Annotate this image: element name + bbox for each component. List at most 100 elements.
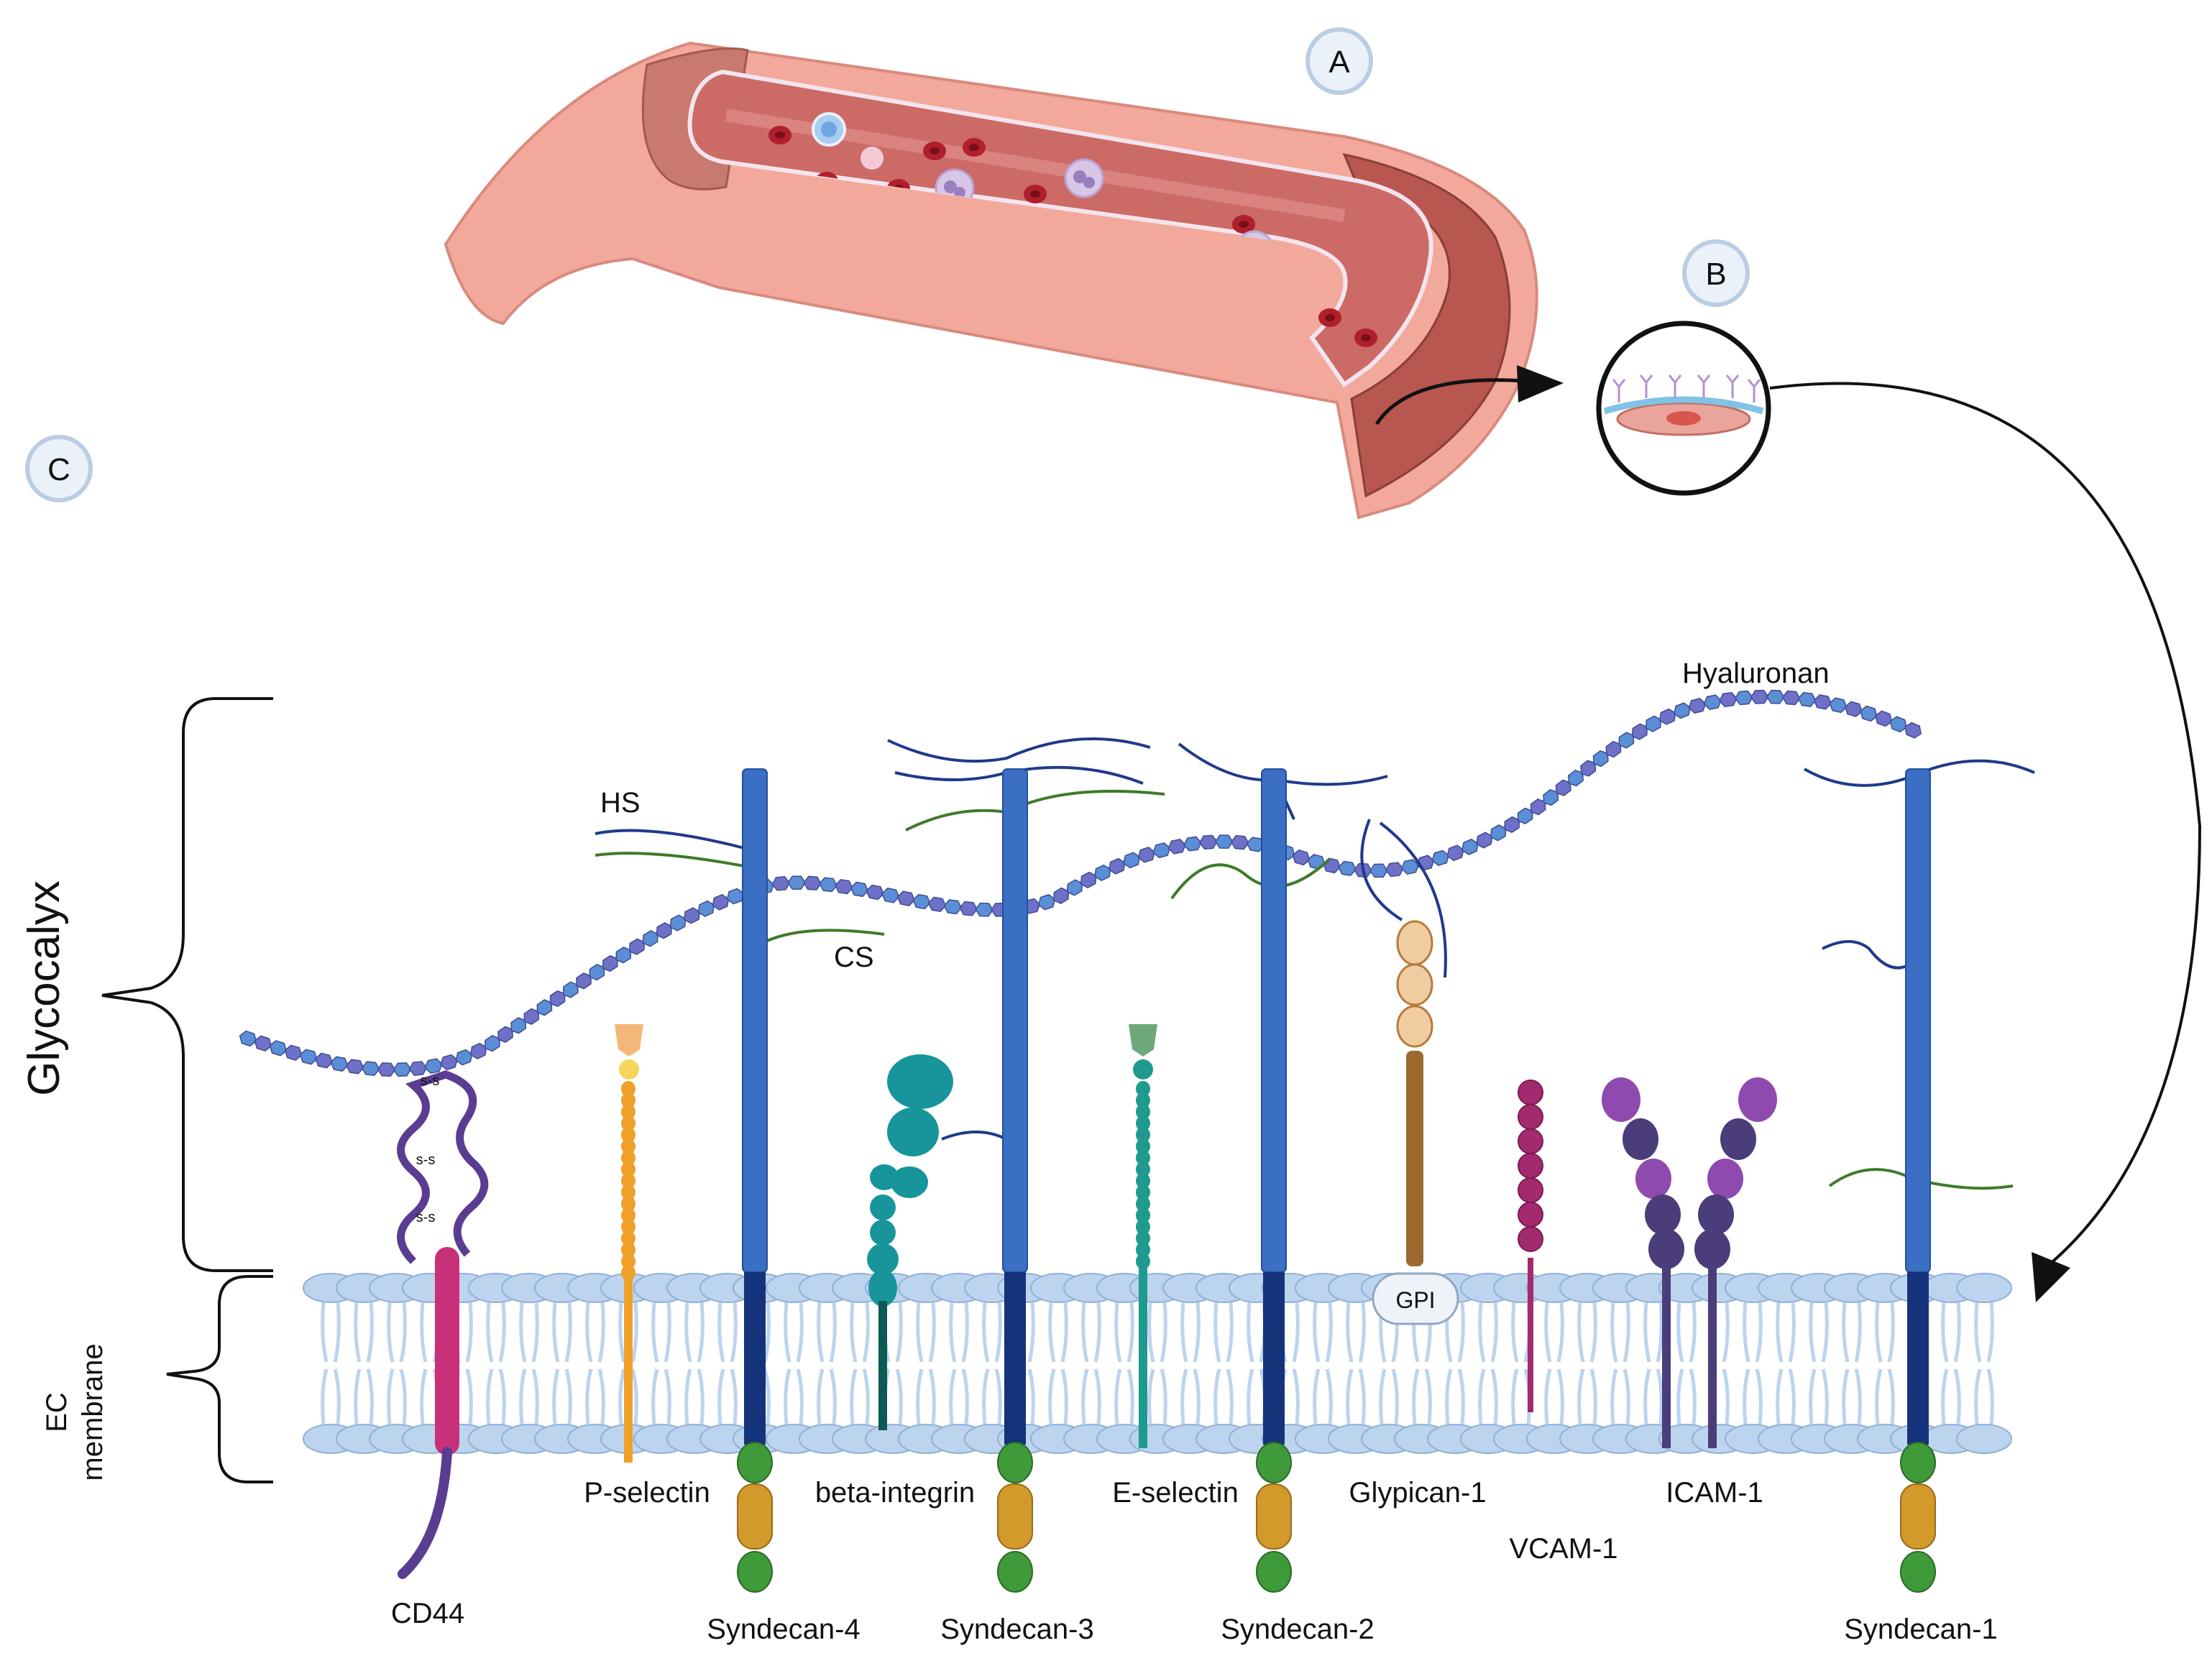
lipid-tail — [366, 1368, 374, 1425]
membrane-label: membrane — [77, 1343, 109, 1481]
lipid-tail — [651, 1302, 659, 1363]
hyaluronan-unit — [1766, 689, 1785, 704]
icam-right-d1 — [1738, 1077, 1777, 1122]
p-selectin-label: P-selectin — [584, 1477, 710, 1509]
lipid-tail — [817, 1368, 825, 1425]
lipid-tail — [717, 1368, 725, 1425]
hyaluronan-unit — [1829, 697, 1848, 714]
lipid-tail — [796, 1368, 804, 1425]
lipid-tail — [399, 1368, 407, 1425]
lipid-tail — [1081, 1302, 1089, 1363]
zoom-strand-branch — [1612, 379, 1620, 387]
integrin-domain-4 — [870, 1164, 899, 1190]
lipid-tail — [1556, 1302, 1564, 1363]
syndecan-domain-green — [997, 1442, 1033, 1483]
p-selectin-repeat — [621, 1219, 635, 1235]
lipid-tail — [1511, 1368, 1519, 1425]
syndecan-4-label: Syndecan-4 — [707, 1614, 860, 1645]
hyaluronan-unit — [1781, 690, 1801, 706]
lipid-tail — [498, 1368, 506, 1425]
syndecan-domain-green — [997, 1551, 1033, 1593]
hyaluronan-unit — [1369, 863, 1388, 878]
lipid-tail — [1544, 1302, 1552, 1363]
lipid-tail — [366, 1302, 374, 1363]
syndecan-domain-green — [1256, 1442, 1292, 1483]
lipid-bilayer — [303, 1273, 2012, 1454]
hyaluronan-unit — [1183, 836, 1202, 852]
zoom-strand-branch — [1725, 374, 1734, 383]
hyaluronan-unit — [1750, 689, 1769, 704]
hyaluronan-unit — [881, 887, 900, 903]
lipid-tail — [552, 1302, 560, 1363]
lipid-tail — [1589, 1302, 1597, 1363]
lipid-tail — [1974, 1368, 1982, 1425]
vcam-stem — [1528, 1258, 1533, 1412]
arrow-vessel-to-zoom — [1375, 378, 1525, 425]
hyaluronan-unit — [943, 899, 963, 915]
lipid-tail — [1556, 1368, 1564, 1425]
glycocalyx-brace — [101, 697, 273, 1272]
lipid-tail — [1953, 1302, 1961, 1363]
e-selectin-repeat — [1136, 1242, 1150, 1258]
hs-chain-s4 — [595, 829, 745, 850]
lipid-tail — [1126, 1302, 1134, 1363]
hyaluronan-unit — [346, 1059, 364, 1074]
lipid-tail — [1346, 1368, 1354, 1425]
syndecan-protein — [997, 768, 1033, 1593]
zoom-strand-branch — [1753, 379, 1761, 387]
lipid-tail — [1147, 1368, 1155, 1425]
p-selectin-repeat — [621, 1242, 635, 1258]
hyaluronan-unit — [1904, 722, 1922, 739]
lipid-tail — [1478, 1302, 1486, 1363]
p-selectin-repeat — [621, 1207, 635, 1223]
icam-right-stem — [1708, 1265, 1717, 1448]
red-blood-cell-center — [1325, 314, 1335, 321]
lipid-tail — [1424, 1368, 1432, 1425]
integrin-domain-8 — [868, 1269, 897, 1307]
lipid-tail — [684, 1368, 692, 1425]
integrin-domain-3 — [891, 1166, 928, 1198]
red-blood-cell-center — [1239, 221, 1249, 228]
hs-chain-glypican-a — [1360, 819, 1403, 921]
lipid-tail — [763, 1302, 771, 1363]
lipid-tail — [1081, 1368, 1089, 1425]
lipid-tail — [684, 1302, 692, 1363]
hyaluronan-unit — [315, 1052, 334, 1069]
lipid-tail — [585, 1302, 593, 1363]
syndecan-domain-green — [1900, 1442, 1936, 1483]
hyaluronan-unit — [1292, 849, 1311, 866]
cd44-ss-2: s-s — [416, 1152, 436, 1168]
hyaluronan-unit — [1431, 850, 1450, 867]
p-selectin-repeat — [621, 1138, 635, 1154]
hyaluronan-unit — [424, 1058, 443, 1074]
lipid-tail — [1941, 1368, 1949, 1425]
e-selectin-repeat — [1136, 1184, 1150, 1200]
lipid-tail — [994, 1302, 1002, 1363]
e-selectin-repeat — [1136, 1219, 1150, 1235]
hyaluronan-unit — [1860, 705, 1878, 722]
lipid-tail — [1610, 1302, 1618, 1363]
zoom-glycocalyx-layer — [1603, 396, 1764, 415]
lipid-tail — [1689, 1368, 1697, 1425]
lipid-tail — [1887, 1302, 1895, 1363]
integrin-chain — [941, 1131, 1007, 1141]
lipid-tail — [1589, 1368, 1597, 1425]
lipid-tail — [961, 1302, 969, 1363]
e-selectin-repeat — [1136, 1115, 1150, 1131]
e-selectin-stem — [1139, 1265, 1147, 1448]
lipid-tail — [1313, 1368, 1321, 1425]
lipid-tail — [1325, 1368, 1333, 1425]
lipid-tail — [1457, 1368, 1465, 1425]
hyaluronan-unit — [299, 1049, 318, 1065]
lipid-tail — [321, 1302, 329, 1363]
e-selectin-egf — [1133, 1059, 1153, 1080]
syndecan-transmembrane — [1907, 1272, 1929, 1445]
gpi-label: GPI — [1395, 1287, 1435, 1313]
badge-a-text: A — [1328, 45, 1350, 80]
syndecan-core — [1261, 768, 1287, 1273]
p-selectin-repeat — [621, 1161, 635, 1177]
e-selectin-repeat — [1136, 1138, 1150, 1154]
lipid-tail — [1247, 1368, 1254, 1425]
lipid-tail — [1821, 1302, 1829, 1363]
lipid-tail — [1160, 1302, 1167, 1363]
